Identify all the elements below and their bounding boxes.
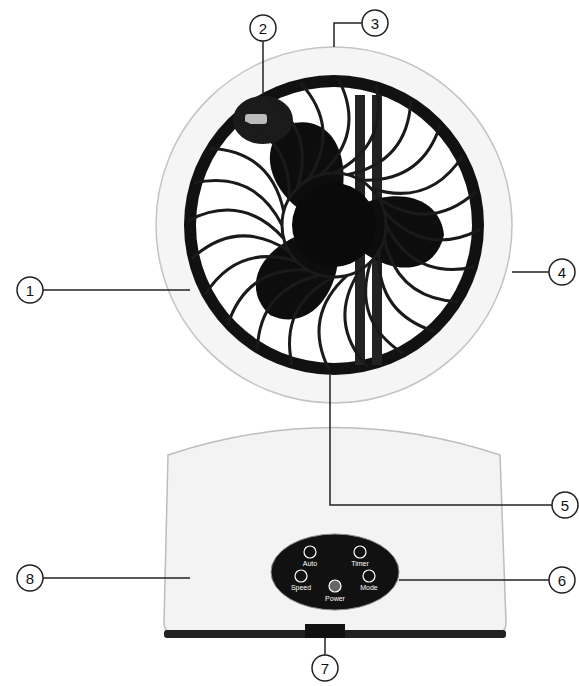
callout-number: 8 [26,571,34,586]
callout-number: 7 [321,661,329,676]
button-label: Mode [360,584,378,591]
leader-lines [43,23,552,655]
cord-slot [305,624,345,638]
outer-ring [156,47,512,403]
button-label: Timer [351,560,369,567]
button-label: Speed [291,584,311,591]
button-label: Auto [303,560,317,567]
base-housing [164,428,506,635]
callout-number: 1 [26,283,34,298]
control-panel [271,534,399,610]
grille-rim [184,75,484,375]
callout-number: 5 [561,498,569,513]
motor-badge [245,114,267,124]
callout-number: 4 [558,265,566,280]
button-label: Power [325,595,345,602]
callout-number: 3 [371,16,379,31]
grille-ground [196,87,472,363]
callout-circles [17,10,578,681]
grille-spirals [187,78,480,371]
callout-number: 6 [558,573,566,588]
callout-number: 2 [259,21,267,36]
